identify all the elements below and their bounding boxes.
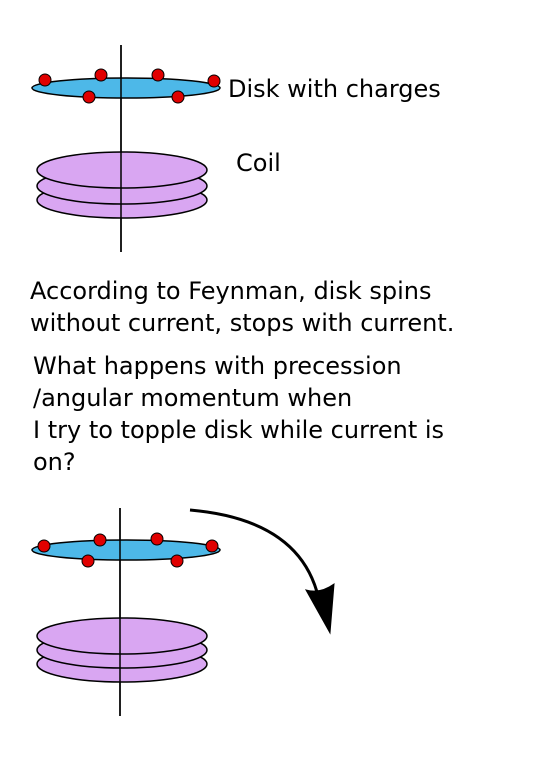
charge <box>150 532 164 546</box>
top-coil-disk-1 <box>36 151 208 189</box>
top-charges <box>38 68 221 104</box>
coil-label: Coil <box>236 149 281 177</box>
paragraph-feynman-line: without current, stops with current. <box>30 309 455 337</box>
top-diagram <box>31 45 221 252</box>
charge <box>207 74 221 88</box>
paragraph-question-line: /angular momentum when <box>33 384 353 412</box>
bottom-coil-disk-2 <box>36 631 208 669</box>
bottom-coil-disk-3 <box>36 645 208 683</box>
charge <box>94 68 108 82</box>
charge <box>205 539 219 553</box>
top-coil <box>36 151 208 219</box>
charge <box>37 539 51 553</box>
charge <box>93 533 107 547</box>
bottom-coil-disk-1 <box>36 617 208 655</box>
paragraph-question-line: I try to topple disk while current is <box>33 416 445 444</box>
top-charged-disk <box>31 77 221 99</box>
paragraph-feynman: According to Feynman, disk spins without… <box>30 275 454 339</box>
charge <box>38 73 52 87</box>
charge <box>171 90 185 104</box>
paragraph-question: What happens with precession /angular mo… <box>33 350 444 478</box>
charge <box>151 68 165 82</box>
arrow-head-icon <box>304 582 335 635</box>
charge <box>82 90 96 104</box>
bottom-coil <box>36 617 208 683</box>
charge <box>81 554 95 568</box>
topple-arrow <box>189 508 322 606</box>
paragraph-feynman-line: According to Feynman, disk spins <box>30 277 432 305</box>
disk-label: Disk with charges <box>228 75 441 103</box>
charge <box>170 554 184 568</box>
bottom-charges <box>37 532 219 568</box>
paragraph-question-line: on? <box>33 448 76 476</box>
paragraph-question-line: What happens with precession <box>33 352 402 380</box>
bottom-charged-disk <box>31 539 221 561</box>
